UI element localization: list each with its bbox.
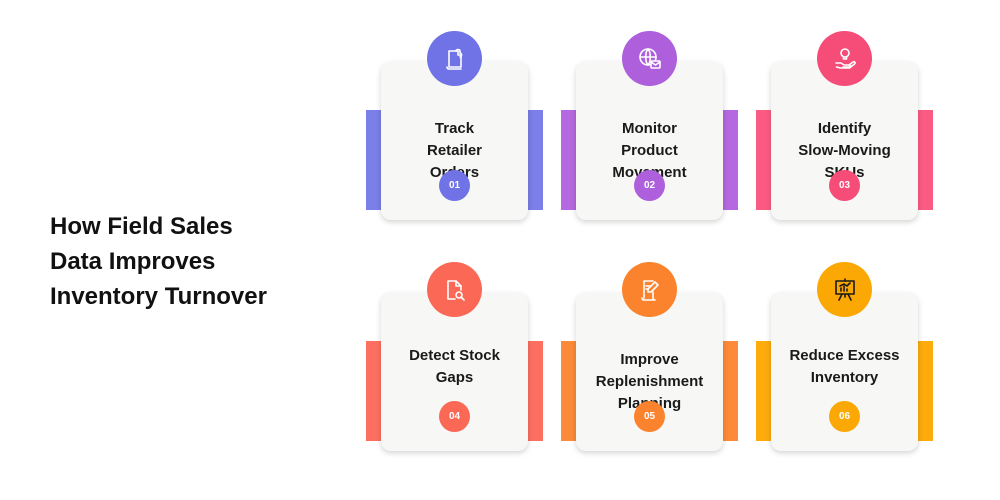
globe-mail-icon xyxy=(622,31,677,86)
step-card-1: Track Retailer Orders 01 xyxy=(366,31,543,251)
hand-lightbulb-icon xyxy=(817,31,872,86)
title-line-2: Data Improves xyxy=(50,248,216,275)
step-card-3: Identify Slow-Moving SKUs 03 xyxy=(756,31,933,251)
step-card-2: Monitor Product Movement 02 xyxy=(561,31,738,251)
step-label-line: Monitor xyxy=(622,120,677,137)
step-label-line: Retailer xyxy=(426,142,483,159)
document-search-icon xyxy=(427,262,482,317)
step-label-line: Identify xyxy=(817,120,872,137)
step-label-line: Reduce Excess xyxy=(789,347,900,364)
step-number-badge: 06 xyxy=(829,401,860,432)
step-label-line: Detect Stock xyxy=(409,347,500,364)
title-line-3: Inventory Turnover xyxy=(50,283,267,310)
document-pen-icon xyxy=(622,262,677,317)
step-label-line: Gaps xyxy=(435,369,474,386)
step-number-badge: 05 xyxy=(634,401,665,432)
presentation-board-icon xyxy=(817,262,872,317)
step-label-line: Improve xyxy=(620,351,679,368)
step-card-4: Detect Stock Gaps 04 xyxy=(366,262,543,482)
step-number-badge: 02 xyxy=(634,170,665,201)
step-label-line: Product xyxy=(621,142,678,159)
step-number-badge: 03 xyxy=(829,170,860,201)
document-puzzle-icon xyxy=(427,31,482,86)
step-number-badge: 04 xyxy=(439,401,470,432)
step-label-line: Replenishment xyxy=(595,373,704,390)
page-title: How Field Sales Data Improves Inventory … xyxy=(50,209,350,314)
title-line-1: How Field Sales xyxy=(50,213,233,240)
step-number-badge: 01 xyxy=(439,170,470,201)
step-label: Detect Stock Gaps xyxy=(381,345,528,389)
step-card-6: Reduce Excess Inventory 06 xyxy=(756,262,933,482)
step-label-line: Inventory xyxy=(810,369,879,386)
step-label-line: Track xyxy=(434,120,475,137)
step-label: Reduce Excess Inventory xyxy=(771,345,918,389)
step-card-5: Improve Replenishment Planning 05 xyxy=(561,262,738,482)
step-label-line: Slow-Moving xyxy=(798,142,891,159)
